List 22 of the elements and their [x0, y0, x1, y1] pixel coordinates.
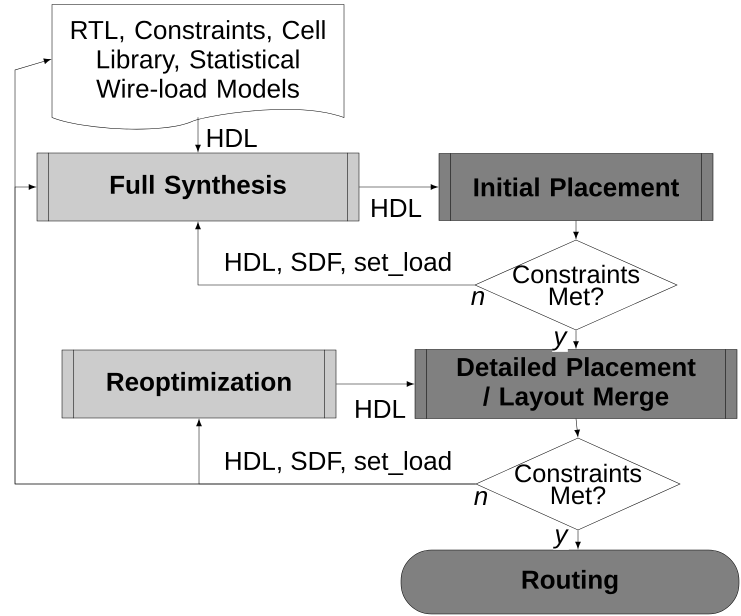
- arrow: [573, 330, 579, 348]
- arrow: [575, 530, 581, 549]
- edge-label: y: [552, 330, 568, 352]
- edge-label: HDL: [204, 128, 259, 148]
- branch-label: n: [474, 491, 488, 505]
- process-box: Reoptimization: [62, 349, 336, 419]
- arrow: [14, 58, 476, 484]
- branch-label: n: [471, 291, 484, 305]
- edge-label: y: [553, 528, 569, 550]
- arrow: [573, 220, 579, 239]
- edge-label: HDL: [368, 198, 424, 218]
- edge-label: HDL, SDF, set_load: [222, 250, 454, 278]
- arrow: [359, 184, 438, 190]
- arrow: [336, 381, 414, 387]
- arrow: [195, 222, 475, 286]
- edge-label: HDL, SDF, set_load: [222, 450, 454, 476]
- arrow: [195, 117, 201, 152]
- arrow: [574, 418, 580, 437]
- process-box: Initial Placement: [438, 152, 714, 222]
- process-box: Full Synthesis: [36, 152, 360, 222]
- terminal-box: Routing: [400, 550, 740, 614]
- edge-label: HDL: [352, 398, 408, 420]
